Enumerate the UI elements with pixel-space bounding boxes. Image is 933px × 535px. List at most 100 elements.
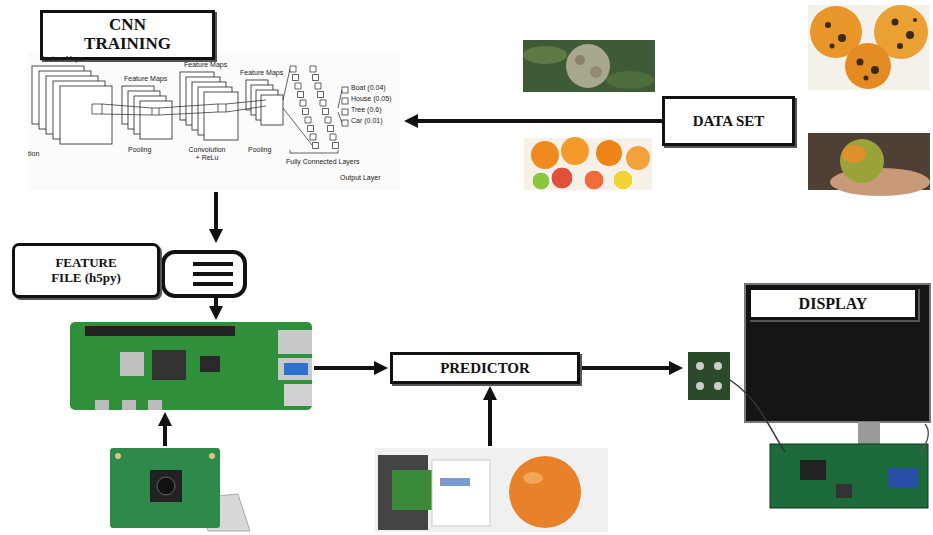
setup-photo [440,478,470,486]
diseased-oranges-photo [838,34,846,42]
cnn-illustration [290,150,338,153]
diseased-oranges-photo [897,43,903,49]
setup-photo [392,470,437,510]
cnn-illustration [338,90,342,108]
camera-module [150,470,182,502]
display-hardware [858,422,880,444]
illustration-label: House (0.05) [351,95,391,103]
display-hardware [696,362,704,370]
cnn-illustration [226,106,266,112]
flow-arrow [214,192,218,229]
leaf-photo [590,66,602,78]
cnn-illustration [261,95,283,125]
data-set-box: DATA SET [662,96,795,146]
raspberry-pi-board [85,326,235,336]
citrus-fruits-photo [524,137,652,190]
raspberry-pi-board [152,350,186,380]
camera-module [157,477,175,495]
flow-arrow [580,366,669,370]
node-title: DISPLAY [799,295,868,313]
diseased-oranges-photo [906,31,914,39]
diseased-oranges-photo [892,19,899,26]
display-hardware [745,284,930,422]
display-hardware [714,362,722,370]
diseased-oranges-photo [845,43,891,89]
illustration-label: Boat (0.04) [351,84,386,92]
cnn-illustration [342,98,348,104]
diseased-oranges-photo [825,18,917,81]
illustration-label: Tree (0.6) [351,106,381,114]
cnn-illustration [204,92,238,140]
document-icon [193,262,233,266]
setup-photo [432,460,490,526]
cnn-illustration [140,101,172,139]
illustration-label: Pooling [128,146,151,154]
camera-module [115,453,121,459]
citrus-fruits-photo [532,172,550,190]
title-box: CNN TRAINING [40,10,215,60]
title-box: FEATURE FILE (h5py) [12,243,160,298]
diseased-oranges-photo [864,76,869,81]
citrus-fruits-photo [561,137,589,165]
display-hardware [688,284,930,508]
document-icon [163,252,245,296]
illustration-label: Output Layer [340,174,380,182]
predictor-box: PREDICTOR [390,352,580,384]
raspberry-pi-board [278,358,312,380]
orange-in-hand-photo [840,139,884,183]
cnn-illustration [342,109,348,115]
display-hardware [730,380,785,452]
illustration-label: Feature Maps [240,69,283,77]
title-box: DISPLAY [748,287,918,320]
cnn-illustration [342,87,348,126]
raspberry-pi-board [120,352,144,376]
cnn-illustration [283,69,290,100]
flow-arrow [214,298,218,306]
flow-arrow [314,366,374,370]
raspberry-pi-board [122,400,136,410]
raspberry-pi-board [284,384,312,406]
diseased-oranges-photo [830,44,835,49]
node-title: CNN TRAINING [78,16,178,53]
display-hardware [888,468,918,488]
flow-arrow [418,119,662,123]
diseased-oranges-photo [808,5,930,90]
leaf-photo [566,44,610,88]
cnn-illustration [28,52,400,190]
cnn-illustration [28,52,400,190]
diseased-oranges-photo [857,59,864,66]
flow-arrow [488,400,492,446]
illustration-label: Convolution + ReLu [186,146,228,161]
raspberry-pi-board [278,330,312,354]
document-icon [193,272,233,276]
display-block: DISPLAY [683,284,930,512]
raspberry-pi-board [148,400,162,410]
cnn-illustration [92,104,102,114]
raspberry-pi-board [284,363,308,375]
camera-module [209,453,215,459]
citrus-fruits-photo [596,140,622,166]
illustration-label: tion [28,150,39,158]
illustration-label: Feature Maps [184,61,227,69]
cnn-illustration [290,66,339,149]
camera-module [110,448,250,531]
cnn-illustration [32,66,283,144]
raspberry-pi-board [70,322,312,410]
citrus-fruits-photo [613,170,633,190]
cnn-illustration [218,104,226,112]
raspberry-pi-board [200,356,220,372]
cnn-illustration [159,112,218,115]
camera-module [110,448,220,528]
cnn-illustration [342,87,348,93]
display-hardware [696,382,704,390]
feature-file-block: FEATURE FILE (h5py) [10,243,250,301]
node-title: DATA SET [693,113,765,130]
citrus-fruits-photo [531,141,559,169]
display-hardware [800,460,826,480]
display-hardware [714,382,722,390]
diseased-oranges-photo [825,22,831,28]
leaf-photo [523,40,655,92]
setup-photo [509,456,581,528]
setup-photo [375,448,608,532]
